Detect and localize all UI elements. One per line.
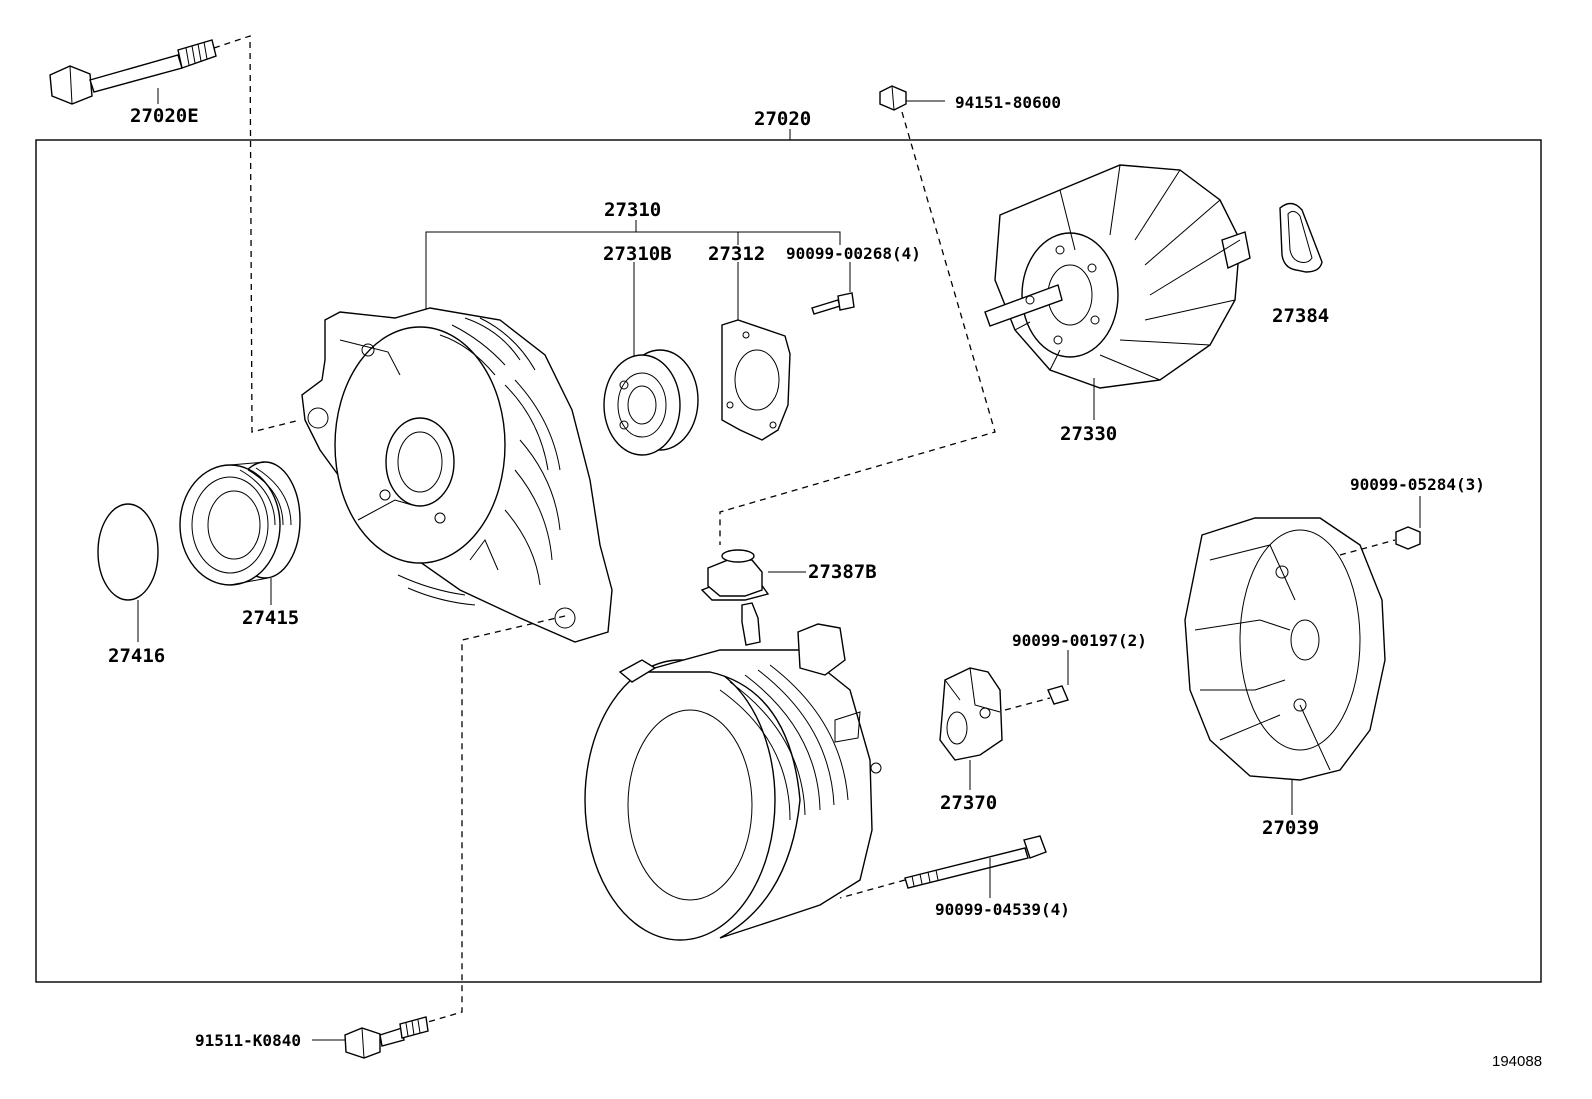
label-27370: 27370 — [940, 792, 997, 814]
cap-27416-icon — [97, 503, 159, 601]
label-27020e: 27020E — [130, 105, 199, 127]
brush-holder-27370-icon — [939, 667, 1003, 761]
label-90099-05284: 90099-05284(3) — [1350, 475, 1485, 494]
label-27020: 27020 — [754, 108, 811, 130]
label-27039: 27039 — [1262, 817, 1319, 839]
nut-90099-05284-icon — [1395, 526, 1421, 550]
label-27310b: 27310B — [603, 243, 672, 265]
label-90099-04539: 90099-04539(4) — [935, 900, 1070, 919]
label-94151-80600: 94151-80600 — [955, 93, 1061, 112]
figure-id: 194088 — [1492, 1053, 1542, 1070]
screw-90099-00197-icon — [1047, 685, 1069, 705]
through-bolt-90099-04539-icon — [904, 835, 1047, 889]
drive-end-frame-icon — [301, 307, 613, 643]
label-90099-00268: 90099-00268(4) — [786, 244, 921, 263]
label-27310: 27310 — [604, 199, 661, 221]
stator-assembly-icon — [584, 602, 882, 941]
screw-90099-00268-icon — [811, 292, 855, 315]
label-27415: 27415 — [242, 607, 299, 629]
insulator-27384-icon — [1279, 202, 1323, 273]
label-90099-00197: 90099-00197(2) — [1012, 631, 1147, 650]
bearing-27310b-icon — [603, 349, 699, 456]
assembly-boundary — [35, 139, 1542, 983]
label-27387b: 27387B — [808, 561, 877, 583]
label-27330: 27330 — [1060, 423, 1117, 445]
label-27416: 27416 — [108, 645, 165, 667]
bolt-27020e-icon — [49, 39, 217, 105]
pulley-27415-icon — [179, 461, 301, 586]
rear-cover-27039-icon — [1184, 517, 1386, 781]
rotor-27330-icon — [984, 164, 1251, 389]
label-91511-k0840: 91511-K0840 — [195, 1031, 301, 1050]
nut-94151-80600-icon — [879, 85, 907, 111]
terminal-insulator-27387b-icon — [700, 549, 770, 601]
label-27312: 27312 — [708, 243, 765, 265]
label-27384: 27384 — [1272, 305, 1329, 327]
bolt-91511-k0840-icon — [344, 1016, 429, 1059]
retainer-plate-27312-icon — [721, 319, 791, 441]
